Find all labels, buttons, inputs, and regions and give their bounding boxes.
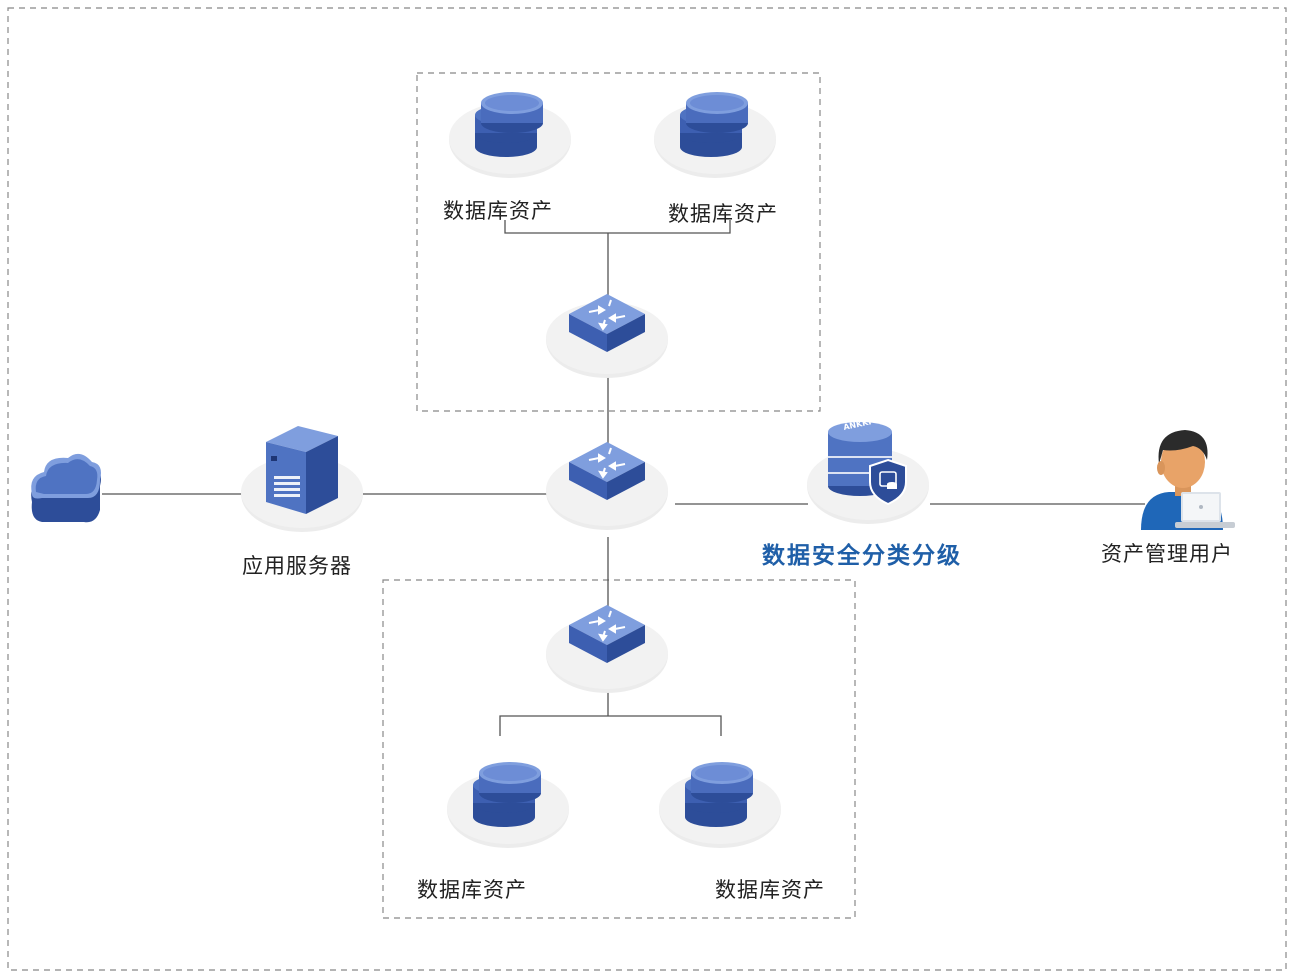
- user-laptop-icon: [1141, 430, 1235, 530]
- database-icon: [659, 762, 781, 848]
- switch-icon: [546, 441, 668, 530]
- bottom-db-group-frame: [382, 579, 856, 919]
- security-product-label: 数据安全分类分级: [762, 543, 962, 569]
- top-db-group-frame: [416, 72, 821, 412]
- asset-user-label: 资产管理用户: [1101, 542, 1233, 566]
- db-label-bottom-left: 数据库资产: [417, 878, 527, 902]
- db-label-top-left: 数据库资产: [443, 199, 553, 223]
- db-label-bottom-right: 数据库资产: [715, 878, 825, 902]
- outer-frame: [7, 7, 1287, 971]
- connection-lines: [102, 220, 1145, 736]
- database-icon: [449, 92, 571, 178]
- switch-icon: [546, 604, 668, 693]
- cloud-icon: [31, 453, 102, 523]
- app-server-label: 应用服务器: [242, 554, 352, 578]
- db-label-top-right: 数据库资产: [668, 202, 778, 226]
- server-icon: [241, 426, 363, 532]
- database-icon: [447, 762, 569, 848]
- shield-database-icon: ANKKI: [807, 417, 929, 524]
- shield-icon: [869, 458, 907, 506]
- database-icon: [654, 92, 776, 178]
- switch-icon: [546, 293, 668, 378]
